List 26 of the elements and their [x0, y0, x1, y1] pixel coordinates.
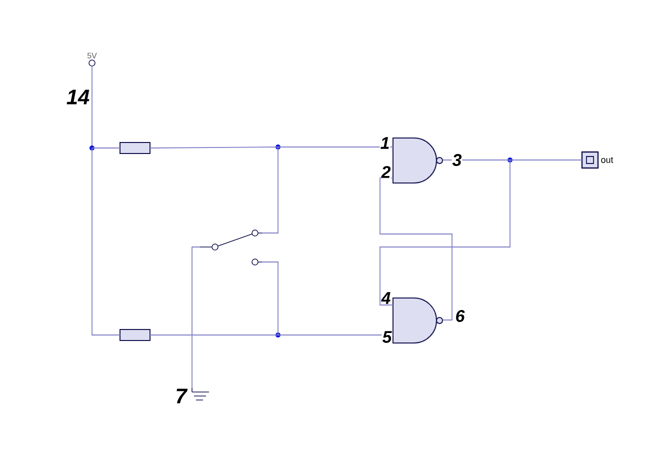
wire [92, 148, 120, 336]
output-terminal: out [581, 151, 614, 169]
node-label: out [601, 157, 614, 163]
wire [278, 334, 394, 336]
pin-number: 1 [380, 136, 390, 150]
pin-number: 2 [380, 166, 392, 178]
wire [262, 262, 278, 336]
wire [380, 160, 510, 306]
nand-gate [392, 138, 443, 184]
pin-number: 14 [66, 89, 90, 105]
switch [200, 230, 262, 266]
wire [192, 246, 200, 388]
wire [262, 146, 278, 234]
resistor [120, 142, 150, 154]
wire [150, 146, 278, 148]
wire [150, 334, 278, 336]
pin-number: 7 [174, 388, 188, 404]
pin-number: 6 [454, 310, 466, 322]
wire [380, 178, 452, 320]
pin-number: 5 [382, 330, 392, 344]
pin-number: 3 [452, 154, 462, 166]
wire [278, 146, 394, 148]
pin-number: 4 [380, 292, 392, 304]
nand-gate [392, 298, 443, 344]
ground-symbol [192, 388, 210, 400]
resistor [120, 329, 150, 341]
